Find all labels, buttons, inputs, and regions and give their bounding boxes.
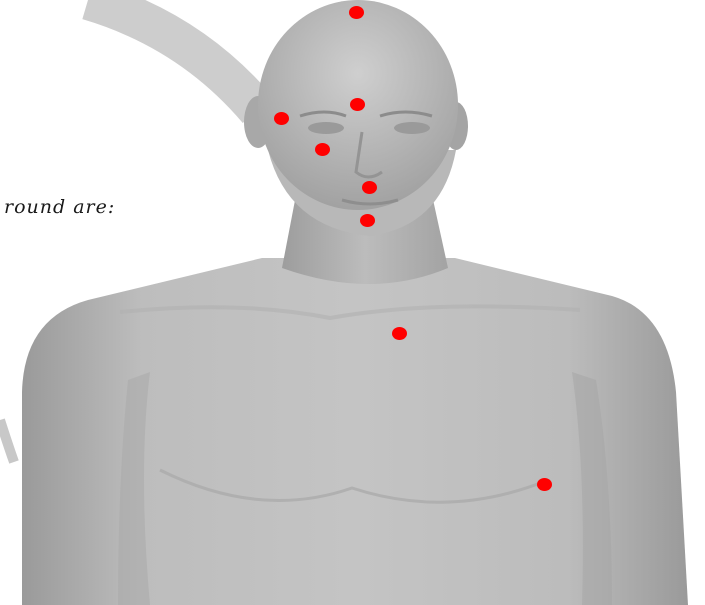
cheek-marker[interactable] [315,143,330,156]
background-arc [88,0,258,110]
crown-marker[interactable] [349,6,364,19]
chin-marker[interactable] [360,214,375,227]
axilla-marker[interactable] [537,478,552,491]
temple-marker[interactable] [274,112,289,125]
right-eye [308,122,344,134]
sternal-marker[interactable] [392,327,407,340]
forehead-marker[interactable] [350,98,365,111]
left-eye [394,122,430,134]
background-arc-left [0,420,14,462]
caption-text: round are: [4,196,115,218]
upper-lip-marker[interactable] [362,181,377,194]
